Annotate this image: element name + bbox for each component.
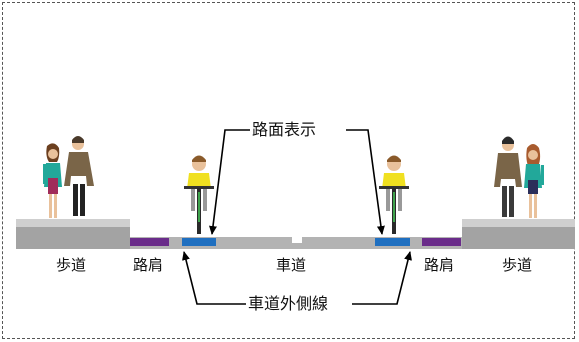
right-sidewalk [462, 219, 575, 249]
shoulder-right-label: 路肩 [424, 256, 455, 274]
left-sidewalk [16, 219, 130, 249]
right-shoulder-strip [422, 238, 461, 246]
diagram-frame [2, 2, 575, 339]
cyclist-icon [184, 155, 214, 234]
pedestrian-man-icon [64, 136, 94, 216]
roadway-label: 車道 [276, 256, 307, 274]
sidewalk-left-label: 歩道 [56, 256, 87, 274]
pedestrian-man-icon [494, 136, 522, 217]
left-shoulder-strip [130, 238, 169, 246]
sidewalk-right-label: 歩道 [502, 256, 533, 274]
shoulder-left-label: 路肩 [133, 256, 164, 274]
left-road-marking-strip [182, 238, 216, 246]
roadway-surface [130, 237, 462, 249]
cyclist-icon [379, 155, 409, 234]
right-road-marking-strip [375, 238, 410, 246]
outer-line-leader [182, 251, 412, 305]
pedestrian-woman-icon [524, 144, 544, 218]
road-marking-leader [209, 129, 385, 235]
outer-line-label: 車道外側線 [248, 294, 329, 313]
road-marking-label: 路面表示 [252, 120, 317, 139]
pedestrian-woman-icon [43, 143, 62, 218]
